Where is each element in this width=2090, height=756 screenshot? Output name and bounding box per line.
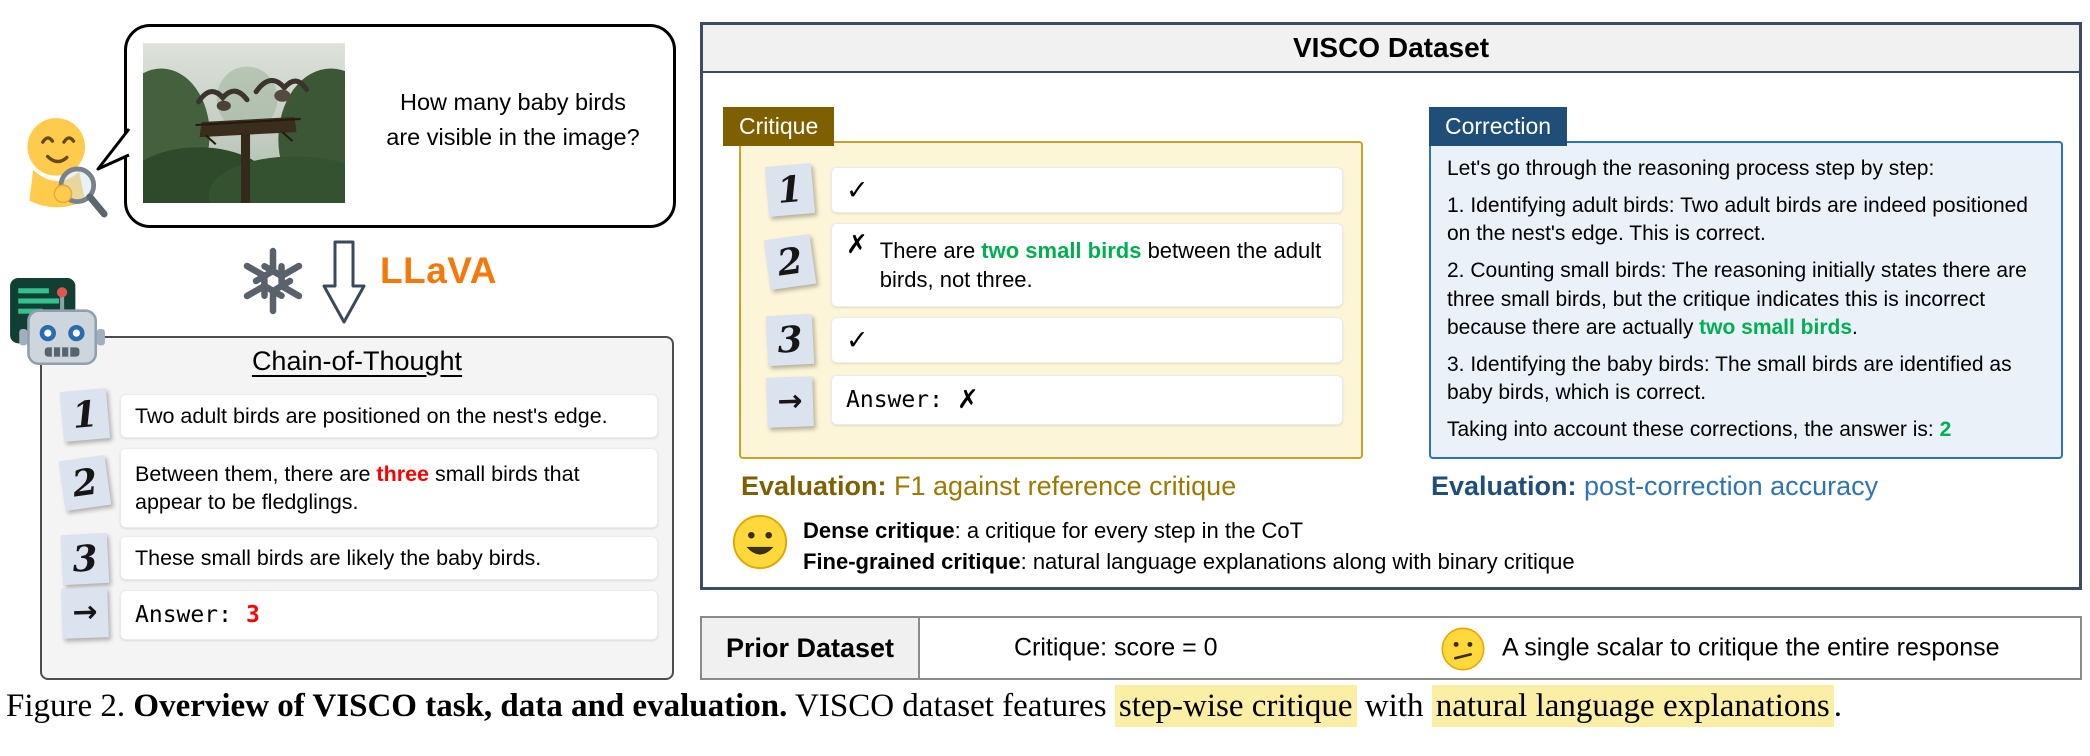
prior-description: A single scalar to critique the entire r… (1502, 633, 2000, 662)
robot-icon (6, 276, 108, 383)
cot-step-2-text: Between them, there are three small bird… (135, 461, 580, 514)
correction-paragraph-4: 3. Identifying the baby birds: The small… (1447, 352, 2012, 404)
x-mark-icon: ✗ (956, 385, 979, 415)
correction-paragraph-2: 1. Identifying adult birds: Two adult bi… (1447, 194, 2028, 246)
critique-step-2-text: There are two small birds between the ad… (879, 237, 1322, 292)
openai-logo-icon (236, 244, 310, 323)
step-number-3: 3 (60, 532, 110, 586)
critique-label: Critique (723, 107, 835, 146)
prior-dataset-label: Prior Dataset (702, 618, 920, 678)
visco-dataset-panel: VISCO Dataset Critique 1 ✓ 2 ✗ There are… (700, 22, 2082, 590)
answer-arrow-icon: → (61, 587, 109, 639)
bubble-tail (96, 128, 131, 171)
visco-title-bar: VISCO Dataset (703, 25, 2079, 73)
corrected-answer-value: 2 (1939, 418, 1952, 441)
cot-step-3-text: These small birds are likely the baby bi… (135, 545, 542, 570)
question-text: How many baby birds are visible in the i… (367, 85, 659, 156)
critique-box: 1 ✓ 2 ✗ There are two small birds betwee… (739, 141, 1363, 459)
check-icon: ✓ (846, 174, 869, 206)
question-bubble: How many baby birds are visible in the i… (96, 24, 676, 234)
critique-notes: Dense critique: a critique for every ste… (803, 515, 1575, 577)
cot-step-1-text: Two adult birds are positioned on the ne… (135, 403, 608, 428)
dense-critique-note: Dense critique: a critique for every ste… (803, 518, 1304, 543)
corrected-count-text: two small birds (981, 237, 1142, 263)
smiley-happy-icon (731, 513, 789, 576)
critique-answer-row: Answer: ✗ (831, 375, 1343, 425)
figure-caption: Figure 2. Overview of VISCO task, data a… (6, 685, 1842, 727)
wrong-count-text: three (376, 461, 429, 486)
cot-answer-row: Answer: 3 (120, 590, 658, 640)
caption-bold-title: Overview of VISCO task, data and evaluat… (133, 688, 788, 724)
critique-step-3: ✓ (831, 317, 1343, 363)
caption-highlight-stepwise: step-wise critique (1114, 685, 1357, 727)
correction-paragraph-5: Taking into account these corrections, t… (1447, 418, 1952, 441)
cot-step-1: Two adult birds are positioned on the ne… (120, 394, 658, 438)
fine-grained-critique-note: Fine-grained critique: natural language … (803, 549, 1575, 574)
question-line-1: How many baby birds (400, 89, 626, 115)
caption-figure-number: Figure 2. (6, 688, 134, 724)
down-arrow-icon (322, 238, 366, 331)
critique-evaluation: Evaluation: F1 against reference critiqu… (741, 471, 1237, 501)
correction-box: Let's go through the reasoning process s… (1429, 141, 2063, 459)
answer-label: Answer: (135, 601, 232, 628)
corrected-count-text: two small birds (1699, 315, 1853, 339)
critique-step-number-3: 3 (765, 313, 815, 367)
critique-step-number-2: 2 (763, 234, 817, 290)
question-line-2: are visible in the image? (386, 124, 640, 151)
prior-critique-text: Critique: score = 0 (1014, 633, 1218, 662)
cot-title: Chain-of-Thought (251, 346, 463, 376)
critique-answer-arrow-icon: → (766, 376, 814, 428)
step-number-1: 1 (59, 388, 111, 442)
x-mark-icon: ✗ (846, 230, 868, 260)
step-number-2: 2 (58, 455, 112, 511)
check-icon: ✓ (846, 324, 869, 356)
cot-step-2: Between them, there are three small bird… (120, 448, 658, 528)
correction-paragraph-3: 2. Counting small birds: The reasoning i… (1447, 259, 2027, 339)
prior-dataset-bar: Prior Dataset Critique: score = 0 A sing… (700, 616, 2082, 680)
visco-title: VISCO Dataset (1292, 32, 1490, 63)
person-with-magnifier-icon (14, 114, 110, 227)
answer-label: Answer: (846, 386, 943, 413)
bird-nest-photo (112, 43, 384, 234)
caption-highlight-nle: natural language explanations (1431, 685, 1834, 727)
critique-step-1: ✓ (831, 167, 1343, 213)
smiley-confused-icon (1440, 626, 1486, 677)
correction-evaluation: Evaluation: post-correction accuracy (1431, 471, 1879, 501)
chain-of-thought-box: Chain-of-Thought 1 Two adult birds are p… (40, 336, 674, 680)
correction-label: Correction (1429, 107, 1568, 146)
correction-paragraph-1: Let's go through the reasoning process s… (1447, 157, 1935, 180)
answer-value: 3 (245, 601, 260, 628)
model-name-label: LLaVA (380, 250, 497, 291)
cot-step-3: These small birds are likely the baby bi… (120, 536, 658, 580)
critique-step-number-1: 1 (764, 163, 816, 217)
critique-step-2: ✗ There are two small birds between the … (831, 223, 1343, 307)
